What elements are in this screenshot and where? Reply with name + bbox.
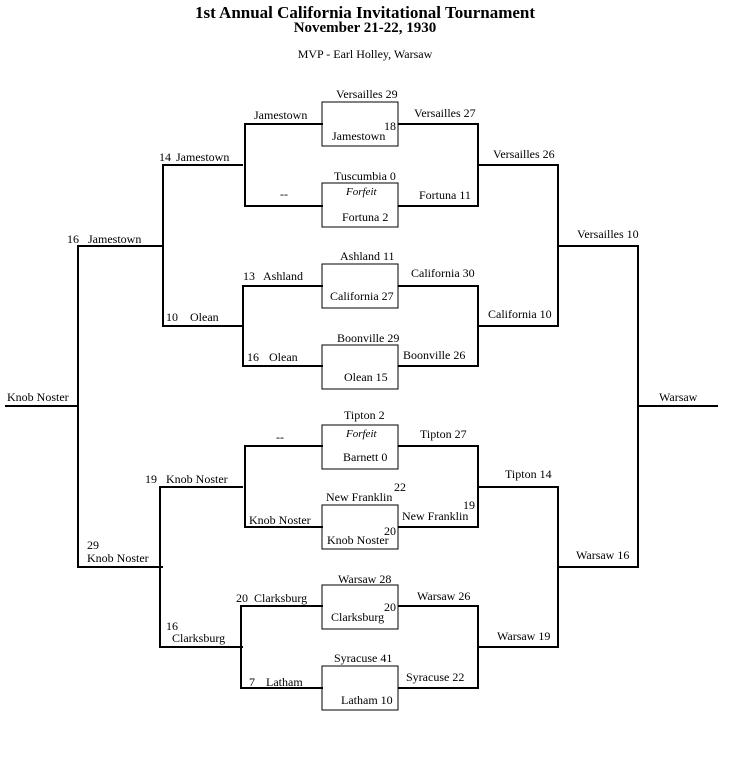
bracket-label: Jamestown xyxy=(176,150,230,164)
bracket-label: Ashland 11 xyxy=(340,249,395,263)
bracket-label: Boonville 29 xyxy=(337,331,400,345)
bracket-label: Versailles 26 xyxy=(493,147,555,161)
bracket-label: 20 xyxy=(236,591,248,605)
bracket-label: New Franklin xyxy=(402,509,469,523)
bracket-label: Latham xyxy=(266,675,303,689)
bracket-label: Jamestown xyxy=(88,232,142,246)
bracket-label: Ashland xyxy=(263,269,303,283)
bracket-label: Warsaw 28 xyxy=(338,572,392,586)
bracket-label: Olean xyxy=(269,350,298,364)
page-title: 1st Annual California Invitational Tourn… xyxy=(194,3,536,22)
bracket-label: Tipton 27 xyxy=(420,427,467,441)
mvp-caption: MVP - Earl Holley, Warsaw xyxy=(297,47,433,61)
bracket-label: Jamestown xyxy=(254,108,308,122)
bracket-label: Fortuna 2 xyxy=(342,210,389,224)
bracket-label: Latham 10 xyxy=(341,693,393,707)
bracket-label: Fortuna 11 xyxy=(419,188,471,202)
bracket-label: Clarksburg xyxy=(331,610,385,624)
bracket-label: Clarksburg xyxy=(254,591,308,605)
bracket-label: Knob Noster xyxy=(87,551,149,565)
bracket-label: 7 xyxy=(249,675,255,689)
bracket-label: Tipton 2 xyxy=(344,408,385,422)
bracket-label: Boonville 26 xyxy=(403,348,466,362)
bracket-label: 10 xyxy=(166,310,178,324)
champion-right: Warsaw xyxy=(659,390,698,404)
bracket-label: California 27 xyxy=(330,289,394,303)
bracket-label: Tuscumbia 0 xyxy=(334,169,396,183)
bracket-label: 20 xyxy=(384,600,396,614)
bracket-label: Warsaw 16 xyxy=(576,548,630,562)
bracket-label: Warsaw 19 xyxy=(497,629,551,643)
bracket-label: Barnett 0 xyxy=(343,450,388,464)
bracket-label: Forfeit xyxy=(346,428,377,440)
bracket-label: 19 xyxy=(463,498,475,512)
bracket-label: 13 xyxy=(243,269,255,283)
bracket-label: Clarksburg xyxy=(172,631,226,645)
bracket-label: California 10 xyxy=(488,307,552,321)
bracket-label: Versailles 27 xyxy=(414,106,476,120)
bracket-label: 22 xyxy=(394,480,406,494)
bracket-label: Jamestown xyxy=(332,129,386,143)
bracket-label: Versailles 29 xyxy=(336,87,398,101)
bracket-label: California 30 xyxy=(411,266,475,280)
bracket-label: Syracuse 22 xyxy=(406,670,465,684)
bracket-label: Knob Noster xyxy=(327,533,389,547)
bracket-label: 29 xyxy=(87,538,99,552)
bracket-label: -- xyxy=(276,430,284,444)
bracket-label: Tipton 14 xyxy=(505,467,552,481)
bracket-label: Forfeit xyxy=(346,186,377,198)
tournament-dates: November 21-22, 1930 xyxy=(293,20,437,36)
bracket-label: 18 xyxy=(384,119,396,133)
bracket-label: Warsaw 26 xyxy=(417,589,471,603)
bracket-label: -- xyxy=(280,187,288,201)
bracket-label: Olean 15 xyxy=(344,370,388,384)
bracket-label: Olean xyxy=(190,310,219,324)
bracket-label: 19 xyxy=(145,472,157,486)
bracket-label: Knob Noster xyxy=(249,513,311,527)
bracket-label: 14 xyxy=(159,150,171,164)
bracket-label: Knob Noster xyxy=(166,472,228,486)
bracket-label: Syracuse 41 xyxy=(334,651,393,665)
bracket-label: Versailles 10 xyxy=(577,227,639,241)
bracket-label: 16 xyxy=(67,232,79,246)
bracket-label: New Franklin xyxy=(326,490,393,504)
champion-left: Knob Noster xyxy=(7,390,69,404)
bracket-label: 16 xyxy=(166,619,178,633)
bracket-label: 16 xyxy=(247,350,259,364)
bracket-label: 20 xyxy=(384,524,396,538)
